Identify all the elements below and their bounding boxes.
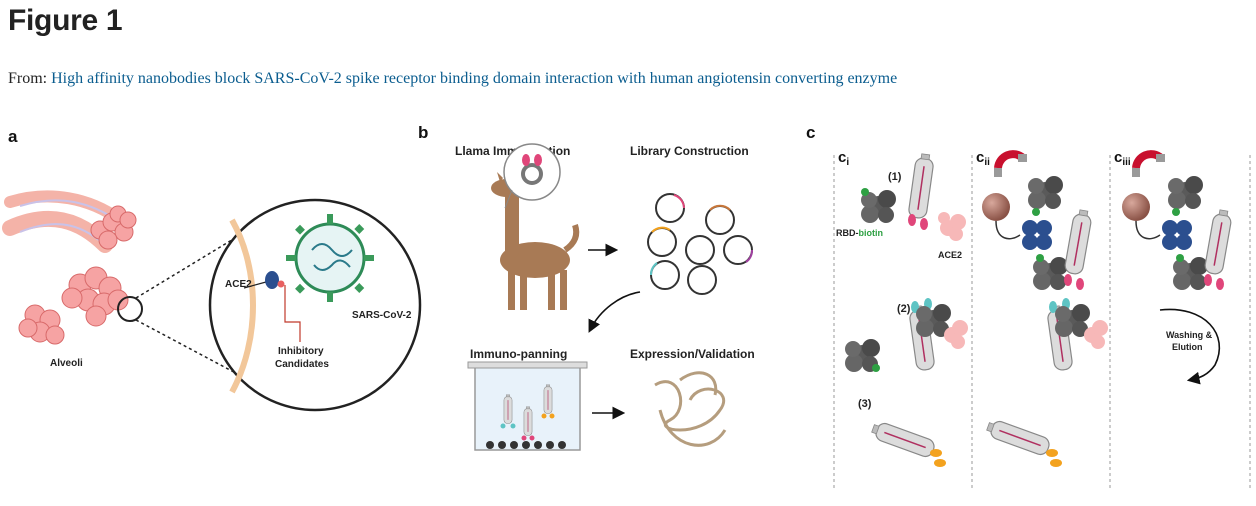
virus-illustration — [286, 214, 374, 302]
arrow-to-panning — [588, 291, 641, 333]
article-link[interactable]: High affinity nanobodies block SARS-CoV-… — [51, 70, 898, 87]
from-label: From: — [8, 70, 48, 87]
biotin-dot — [861, 188, 869, 196]
panel-b: b Llama Immunization Library Constructio… — [418, 123, 755, 451]
alveoli-label: Alveoli — [50, 358, 83, 369]
washing-label-line1: Washing & — [1166, 330, 1213, 340]
step-1-label: (1) — [888, 171, 902, 183]
inhibitory-label-line1: Inhibitory — [278, 346, 324, 357]
washing-arrow — [1159, 308, 1221, 385]
ace2-receptor — [265, 271, 279, 289]
step-3-label: (3) — [858, 398, 872, 410]
phage-c1-1 — [907, 152, 936, 220]
ace2-blob-c1 — [938, 212, 966, 241]
step-2-label: (2) — [897, 303, 911, 315]
phage-c2-1 — [1063, 208, 1094, 276]
panel-c-letter: c — [806, 123, 815, 142]
source-line: From: High affinity nanobodies block SAR… — [8, 70, 897, 88]
panel-c: c ci cii ciii (1) RBD-biotin ACE2 (2) (3… — [806, 123, 1251, 490]
ace2-label-c1: ACE2 — [938, 250, 962, 260]
llama-illustration — [491, 172, 580, 310]
step-panning-label: Immuno-panning — [470, 347, 567, 361]
magnetic-bead-c3 — [1122, 193, 1150, 221]
streptavidin-c2 — [1022, 220, 1052, 250]
figure-image: a Alveoli — [2, 123, 1251, 490]
protein-structure — [654, 371, 727, 447]
step-library-label: Library Construction — [630, 144, 749, 158]
washing-label-line2: Elution — [1172, 342, 1203, 352]
antibody-bubble — [503, 143, 561, 201]
figure-title: Figure 1 — [8, 4, 123, 37]
magnet-c2 — [994, 150, 1027, 177]
zoom-line-bottom — [135, 319, 246, 379]
streptavidin-c3 — [1162, 220, 1192, 250]
subpanel-ciii-label: ciii — [1114, 149, 1131, 168]
panel-b-letter: b — [418, 123, 428, 142]
inhibitory-label-line2: Candidates — [275, 359, 329, 370]
plasmid-library — [647, 193, 753, 295]
magnet-c3 — [1132, 150, 1165, 177]
zoom-source-circle — [117, 296, 143, 322]
subpanel-ci-label: ci — [838, 149, 849, 168]
zoom-detail-circle — [208, 198, 422, 412]
phage-c2-3 — [984, 417, 1053, 458]
magnetic-bead-c2 — [982, 193, 1010, 221]
panel-a-letter: a — [8, 127, 18, 146]
panning-well — [467, 361, 588, 451]
virus-label: SARS-CoV-2 — [352, 310, 412, 321]
antibody-icon — [521, 163, 543, 185]
rbd-biotin-label: RBD-biotin — [836, 228, 883, 238]
phage-c1-3 — [869, 419, 938, 460]
panel-a: a Alveoli — [2, 127, 422, 412]
step-expression-label: Expression/Validation — [630, 347, 755, 361]
alveoli-illustration — [18, 205, 137, 345]
subpanel-cii-label: cii — [976, 149, 990, 168]
phage-c3-1 — [1203, 208, 1234, 276]
ace2-label: ACE2 — [225, 279, 252, 290]
